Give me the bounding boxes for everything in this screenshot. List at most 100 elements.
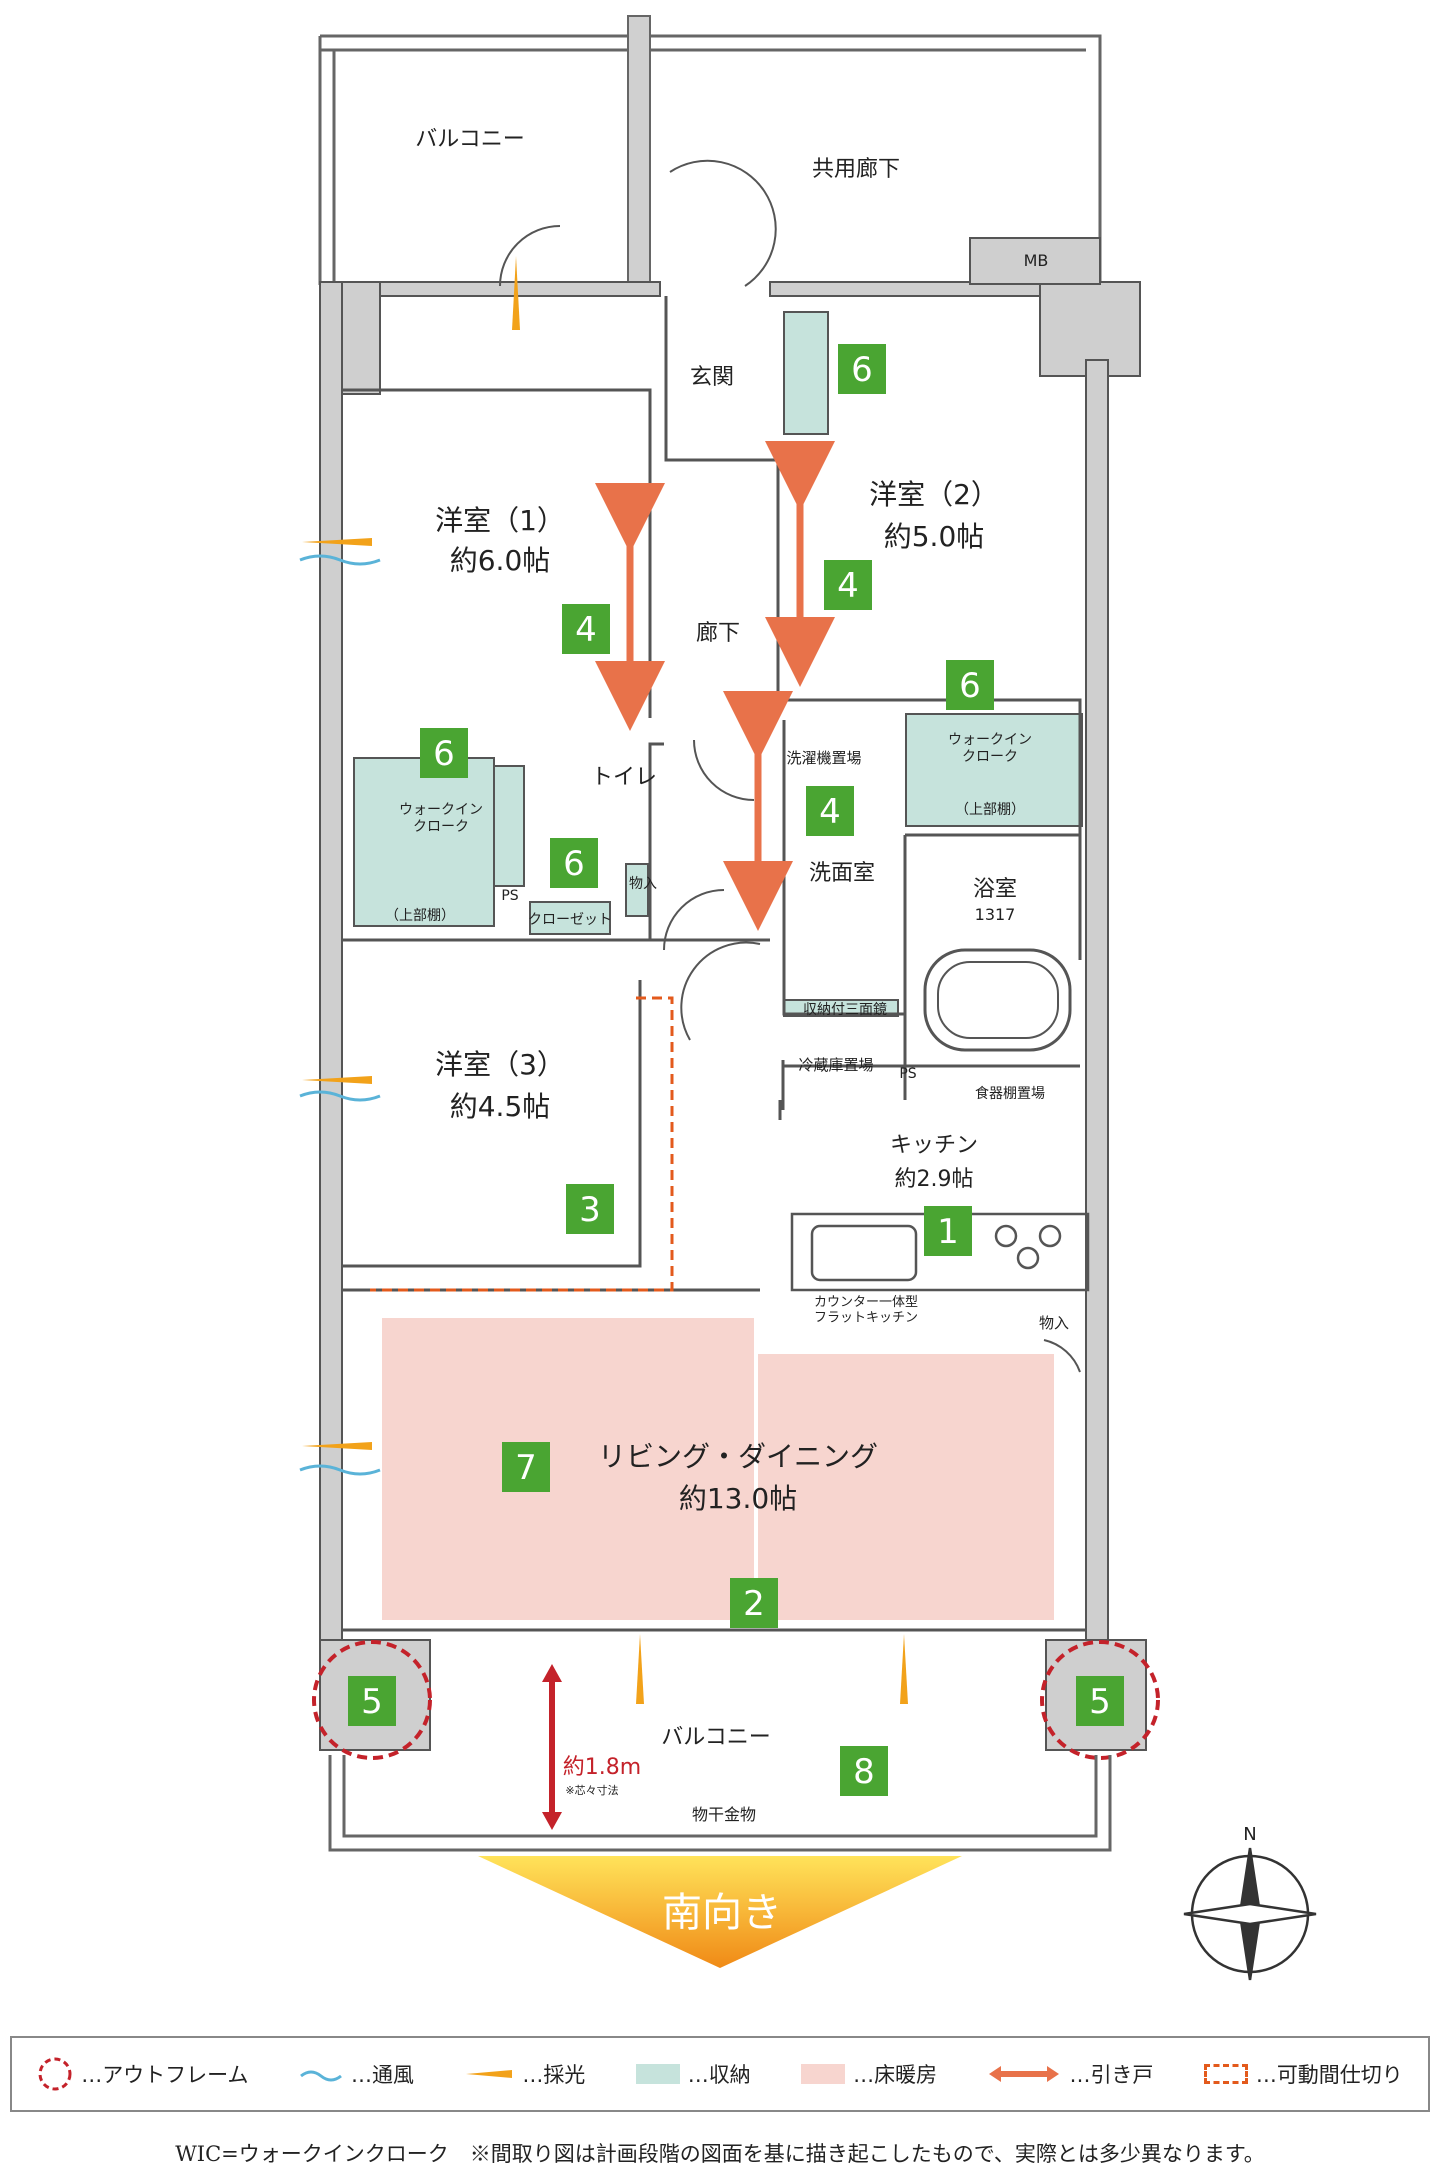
badge-7-living: 7: [502, 1442, 550, 1492]
depth-value: 約1.8m: [563, 1755, 641, 1780]
svg-text:4: 4: [819, 792, 841, 832]
badge-6-entrance: 6: [838, 344, 886, 394]
door-swings: [499, 159, 1081, 1373]
western1-name: 洋室（1）: [435, 504, 565, 537]
south-balcony-rail: [328, 1755, 1112, 1852]
badge-6-wic-left: 6: [420, 728, 468, 778]
ps-label: PS: [501, 888, 518, 904]
legend-storage: …収納: [635, 2059, 751, 2089]
badge-6-wic-right: 6: [946, 660, 994, 710]
pipe-shaft: [627, 15, 651, 287]
washroom-label: 洗面室: [809, 861, 875, 886]
bathtub: [923, 948, 1072, 1052]
kitchen-name: キッチン: [890, 1133, 978, 1158]
north-label: N: [1243, 1824, 1256, 1845]
legend-movable-partition: …可動間仕切り: [1203, 2059, 1403, 2089]
svg-text:6: 6: [851, 350, 873, 390]
badge-5-left: 5: [348, 1676, 396, 1726]
legend: …アウトフレーム …通風 …採光 …収納 …床暖房 …引き戸 …可動間仕切り: [10, 2036, 1430, 2112]
badge-1-kitchen: 1: [924, 1206, 972, 1256]
living-name: リビング・ダイニング: [598, 1440, 878, 1473]
closet-label: クローゼット: [528, 912, 612, 928]
storage-kitchen-label: 物入: [1039, 1314, 1069, 1332]
ps2-label: PS: [899, 1066, 916, 1082]
outframe-circles: [312, 1640, 1160, 1760]
wic-right-label: ウォークインクローク: [948, 732, 1032, 765]
western2-name: 洋室（2）: [869, 478, 999, 511]
floor-heating-swatch: [801, 2064, 846, 2084]
svg-text:5: 5: [361, 1682, 383, 1722]
mirror-label: 収納付三面鏡: [803, 1002, 887, 1018]
svg-text:7: 7: [515, 1448, 537, 1488]
south-direction-arrow: [478, 1856, 962, 1968]
western3-name: 洋室（3）: [435, 1048, 565, 1081]
badge-5-right: 5: [1076, 1676, 1124, 1726]
western3-size: 約4.5帖: [450, 1090, 551, 1123]
legend-outframe-label: …アウトフレーム: [81, 2063, 249, 2087]
badge-4-washroom: 4: [806, 786, 854, 836]
legend-storage-label: …収納: [687, 2063, 751, 2087]
svg-text:3: 3: [579, 1190, 601, 1230]
svg-text:6: 6: [563, 844, 585, 884]
entrance-label: 玄関: [690, 365, 734, 390]
legend-outframe: …アウトフレーム: [37, 2056, 249, 2092]
storage-swatch: [635, 2064, 680, 2084]
badge-2-living: 2: [730, 1578, 778, 1628]
badge-8-balcony: 8: [840, 1746, 888, 1796]
upper-shelf-label: （上部棚）: [385, 908, 455, 924]
counter-label: カウンター一体型フラットキッチン: [814, 1295, 918, 1326]
badge-3-western3: 3: [566, 1184, 614, 1234]
bathroom-label: 浴室: [973, 877, 1017, 902]
svg-text:2: 2: [743, 1584, 765, 1624]
sliding-door-arrows: [595, 441, 835, 931]
badge-4-western2: 4: [824, 560, 872, 610]
north-balcony-label: バルコニー: [415, 127, 525, 152]
sliding-door-icon: [989, 2066, 1060, 2082]
mb-label: MB: [1024, 251, 1049, 270]
legend-lighting: …採光: [464, 2059, 585, 2089]
outframe-icon: [38, 2057, 72, 2091]
svg-text:6: 6: [959, 666, 981, 706]
footnote: WIC=ウォークインクローク ※間取り図は計画段階の図面を基に描き起こしたもので…: [175, 2142, 1265, 2166]
movable-partition-swatch: [1203, 2064, 1248, 2084]
south-balcony-label: バルコニー: [661, 1725, 771, 1750]
ventilation-icon: [299, 554, 381, 1476]
svg-text:8: 8: [853, 1752, 875, 1792]
legend-movable-partition-label: …可動間仕切り: [1255, 2063, 1403, 2087]
fridge-label: 冷蔵庫置場: [798, 1056, 873, 1074]
storage-zones: [353, 311, 1083, 1017]
north-balcony-rail: [318, 34, 1102, 285]
compass-icon: [1183, 1847, 1317, 1981]
badge-list: 6 4 4 6 6 4 6 3 1 7 2 5 5 8: [348, 344, 1124, 1796]
lighting-icon: [302, 256, 908, 1704]
legend-sliding-door: …引き戸: [987, 2059, 1153, 2089]
wic-left-label: ウォークインクローク: [399, 802, 483, 835]
floor-heating-zones: [382, 1318, 1054, 1620]
svg-text:5: 5: [1089, 1682, 1111, 1722]
south-label: 南向き: [662, 1890, 782, 1936]
legend-ventilation-label: …通風: [350, 2063, 414, 2087]
upper-shelf-right-label: （上部棚）: [955, 802, 1025, 818]
movable-partition: [370, 996, 674, 1292]
svg-text:1: 1: [937, 1212, 959, 1252]
kitchen-size: 約2.9帖: [895, 1167, 974, 1192]
svg-text:4: 4: [575, 610, 597, 650]
svg-text:6: 6: [433, 734, 455, 774]
depth-arrowheads: [542, 1664, 562, 1830]
toilet-label: トイレ: [591, 765, 657, 790]
storage-small-label: 物入: [629, 876, 657, 892]
common-corridor-label: 共用廊下: [812, 157, 900, 182]
bath-size-label: 1317: [975, 905, 1016, 924]
hallway-label: 廊下: [696, 621, 740, 646]
legend-lighting-label: …採光: [522, 2063, 586, 2087]
legend-ventilation: …通風: [299, 2059, 414, 2089]
svg-text:4: 4: [837, 566, 859, 606]
legend-sliding-door-label: …引き戸: [1069, 2063, 1154, 2087]
badge-4-western1: 4: [562, 604, 610, 654]
legend-floor-heating-label: …床暖房: [853, 2063, 938, 2087]
dish-shelf-label: 食器棚置場: [975, 1085, 1045, 1102]
living-size: 約13.0帖: [679, 1482, 797, 1515]
western1-size: 約6.0帖: [450, 544, 551, 577]
western2-size: 約5.0帖: [884, 520, 985, 553]
